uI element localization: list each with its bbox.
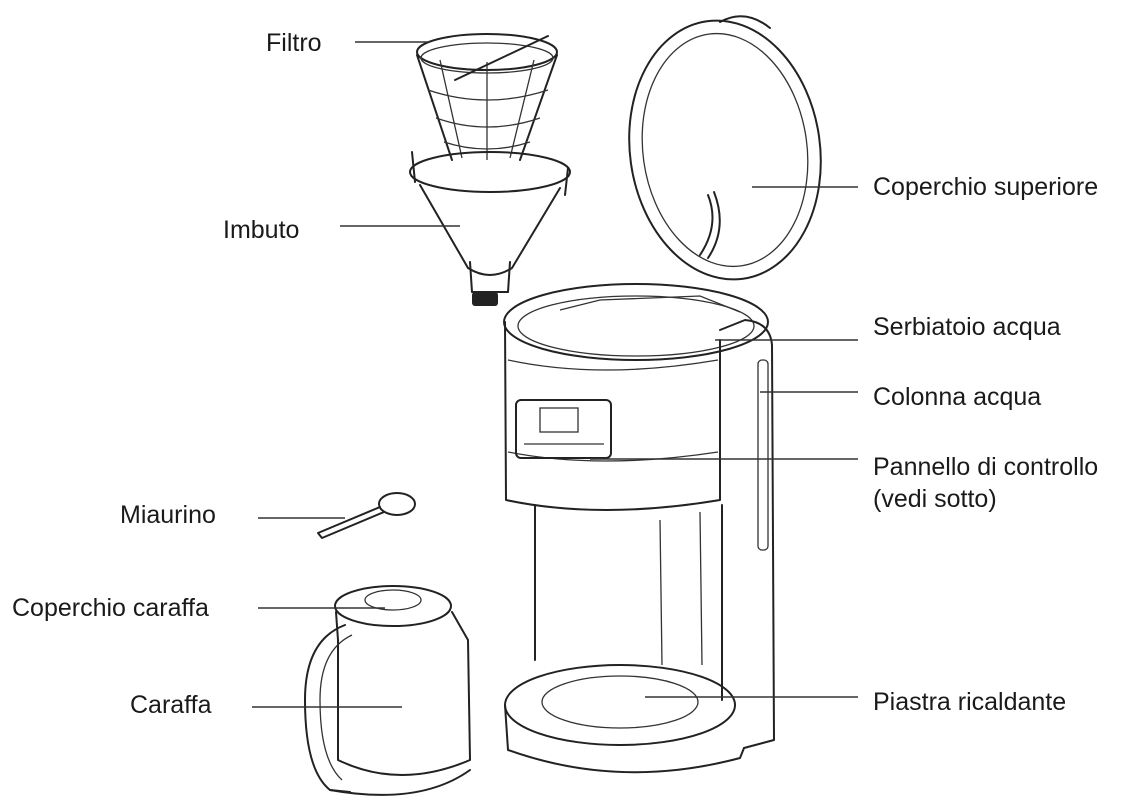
label-miaurino: Miaurino	[120, 501, 216, 529]
label-coperchio-caraffa: Coperchio caraffa	[12, 594, 209, 622]
funnel-illustration	[409, 151, 571, 306]
label-serbatoio-acqua: Serbiatoio acqua	[873, 313, 1061, 341]
label-filtro: Filtro	[266, 29, 322, 57]
label-coperchio-superiore: Coperchio superiore	[873, 173, 1099, 201]
carafe-illustration	[304, 585, 471, 796]
filter-basket-illustration	[416, 33, 558, 161]
label-caraffa: Caraffa	[130, 691, 212, 719]
leader-lines	[252, 41, 858, 708]
label-pannello-controllo: Pannello di controllo (vedi sotto)	[873, 453, 1099, 513]
coffee-maker-illustration	[503, 15, 822, 774]
label-colonna-acqua: Colonna acqua	[873, 383, 1042, 411]
measuring-scoop-illustration	[317, 492, 416, 539]
label-piastra-ricaldante: Piastra ricaldante	[873, 688, 1067, 716]
label-imbuto: Imbuto	[223, 216, 300, 244]
